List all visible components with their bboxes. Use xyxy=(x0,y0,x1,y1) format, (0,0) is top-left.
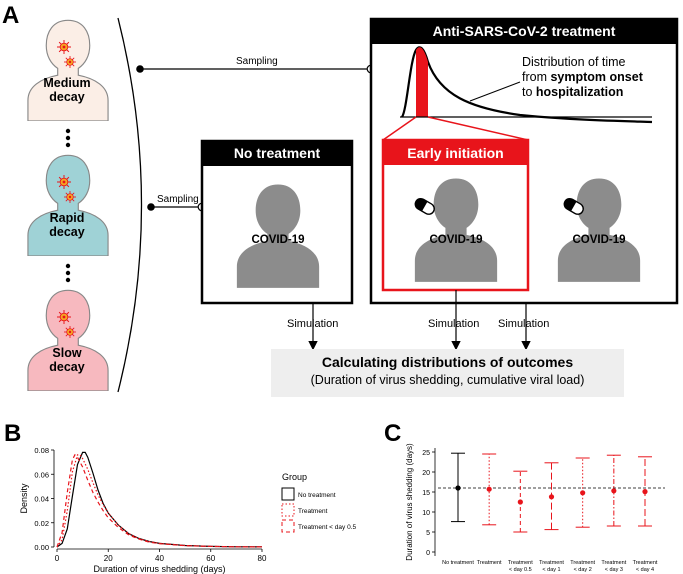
density-series-1 xyxy=(56,451,263,548)
legend-key xyxy=(281,487,295,501)
panel-b-letter: B xyxy=(4,420,22,447)
legend-key xyxy=(281,503,295,517)
x-axis-label: Duration of virus shedding (days) xyxy=(93,564,225,574)
category-label: < day 3 xyxy=(605,567,623,573)
simulation-label-3: Simulation xyxy=(498,318,550,330)
covid-label-early: COVID-19 xyxy=(429,234,483,246)
shedding-duration-chart: 0 5 10 15 20 25 Duration of virus shedding (da… xyxy=(405,443,665,573)
y-tick-label: 0.06 xyxy=(34,470,49,479)
y-axis-label: Density xyxy=(19,483,29,514)
category-label: Treatment xyxy=(601,560,626,566)
y-tick-label: 0.02 xyxy=(34,519,49,528)
covid-label-no-treatment: COVID-19 xyxy=(251,234,305,246)
outcomes-title: Calculating distributions of outcomes xyxy=(321,354,574,370)
sampling-label-top: Sampling xyxy=(236,56,278,67)
y-tick-label: 25 xyxy=(422,450,430,457)
legend-label: Treatment < day 0.5 xyxy=(298,524,356,531)
category-label: Treatment xyxy=(508,560,533,566)
y-tick-label: 5 xyxy=(426,530,430,537)
median-point xyxy=(611,488,617,494)
person-medium-decay xyxy=(27,19,109,121)
x-tick-label: 0 xyxy=(55,554,60,563)
legend-key xyxy=(281,519,295,533)
simulation-label-2: Simulation xyxy=(428,318,480,330)
panel-a-letter: A xyxy=(2,2,20,29)
x-tick-label: 20 xyxy=(104,554,113,563)
x-tick-label: 60 xyxy=(206,554,215,563)
distribution-caption: Distribution of time from symptom onset … xyxy=(522,55,643,99)
y-tick-label: 10 xyxy=(422,510,430,517)
median-point xyxy=(642,489,648,495)
population-bracket xyxy=(117,17,143,393)
outcomes-subtitle: (Duration of virus shedding, cumulative … xyxy=(310,373,585,387)
person-rapid-decay xyxy=(27,154,109,256)
virus-icon xyxy=(64,56,76,68)
simulation-label-1: Simulation xyxy=(287,318,339,330)
sampling-label-mid: Sampling xyxy=(157,194,199,205)
y-tick-label: 0 xyxy=(426,550,430,557)
person-slow-decay xyxy=(27,289,109,391)
treatment-title: Anti-SARS-CoV-2 treatment xyxy=(432,23,616,39)
virus-icon xyxy=(64,191,76,203)
category-label: Treatment xyxy=(633,560,658,566)
y-tick-label: 0.00 xyxy=(34,543,49,552)
y-tick-label: 0.04 xyxy=(34,495,49,504)
legend-label: No treatment xyxy=(298,492,336,499)
median-point xyxy=(486,486,492,492)
covid-label-late: COVID-19 xyxy=(572,234,626,246)
density-series-3 xyxy=(56,453,263,548)
virus-icon xyxy=(57,310,71,324)
panel-c-letter: C xyxy=(384,420,402,447)
legend-title: Group xyxy=(282,472,307,482)
early-initiation-title: Early initiation xyxy=(407,145,504,161)
category-label: < day 4 xyxy=(636,567,654,573)
category-label: < day 2 xyxy=(574,567,592,573)
x-tick-label: 80 xyxy=(258,554,267,563)
panel-a-diagram xyxy=(27,17,679,397)
category-label: Treatment xyxy=(539,560,564,566)
category-label: < day 1 xyxy=(542,567,560,573)
y-tick-label: 15 xyxy=(422,490,430,497)
category-label: No treatment xyxy=(442,560,474,566)
category-label: Treatment xyxy=(570,560,595,566)
y-tick-label: 0.08 xyxy=(34,446,49,455)
y-tick-label: 20 xyxy=(422,470,430,477)
median-point xyxy=(455,485,461,491)
median-point xyxy=(580,490,586,496)
category-label: < day 0.5 xyxy=(509,567,532,573)
legend-label: Treatment xyxy=(298,508,328,515)
virus-icon xyxy=(57,175,71,189)
early-window-fill xyxy=(416,47,428,117)
ellipsis-dots xyxy=(65,128,71,283)
median-point xyxy=(517,499,523,505)
median-point xyxy=(548,494,555,500)
onset-distribution-curve xyxy=(401,46,653,124)
no-treatment-title: No treatment xyxy=(233,145,321,161)
outcomes-box xyxy=(271,349,624,397)
y-axis-label: Duration of virus shedding (days) xyxy=(405,443,414,561)
density-series-2 xyxy=(56,454,263,548)
category-label: Treatment xyxy=(477,560,502,566)
x-tick-label: 40 xyxy=(155,554,164,563)
